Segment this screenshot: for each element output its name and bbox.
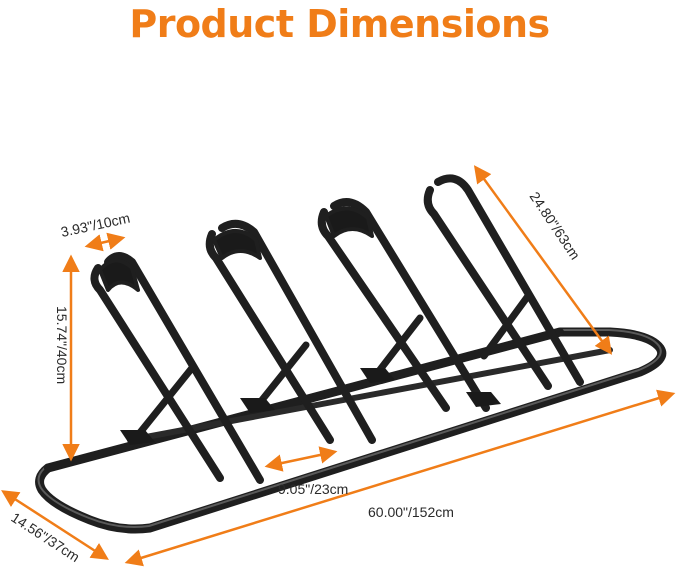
page-title: Product Dimensions bbox=[129, 2, 550, 46]
dimension-arrows bbox=[1, 165, 676, 567]
dimension-label-slot-spacing: 9.05"/23cm bbox=[278, 481, 348, 497]
dimension-label-diagonal: 24.80"/63cm bbox=[527, 189, 584, 263]
dimension-label-height: 15.74"/40cm bbox=[54, 306, 70, 384]
dimension-label-length: 60.00"/152cm bbox=[368, 504, 454, 520]
dimension-label-top-width: 3.93"/10cm bbox=[59, 210, 131, 240]
